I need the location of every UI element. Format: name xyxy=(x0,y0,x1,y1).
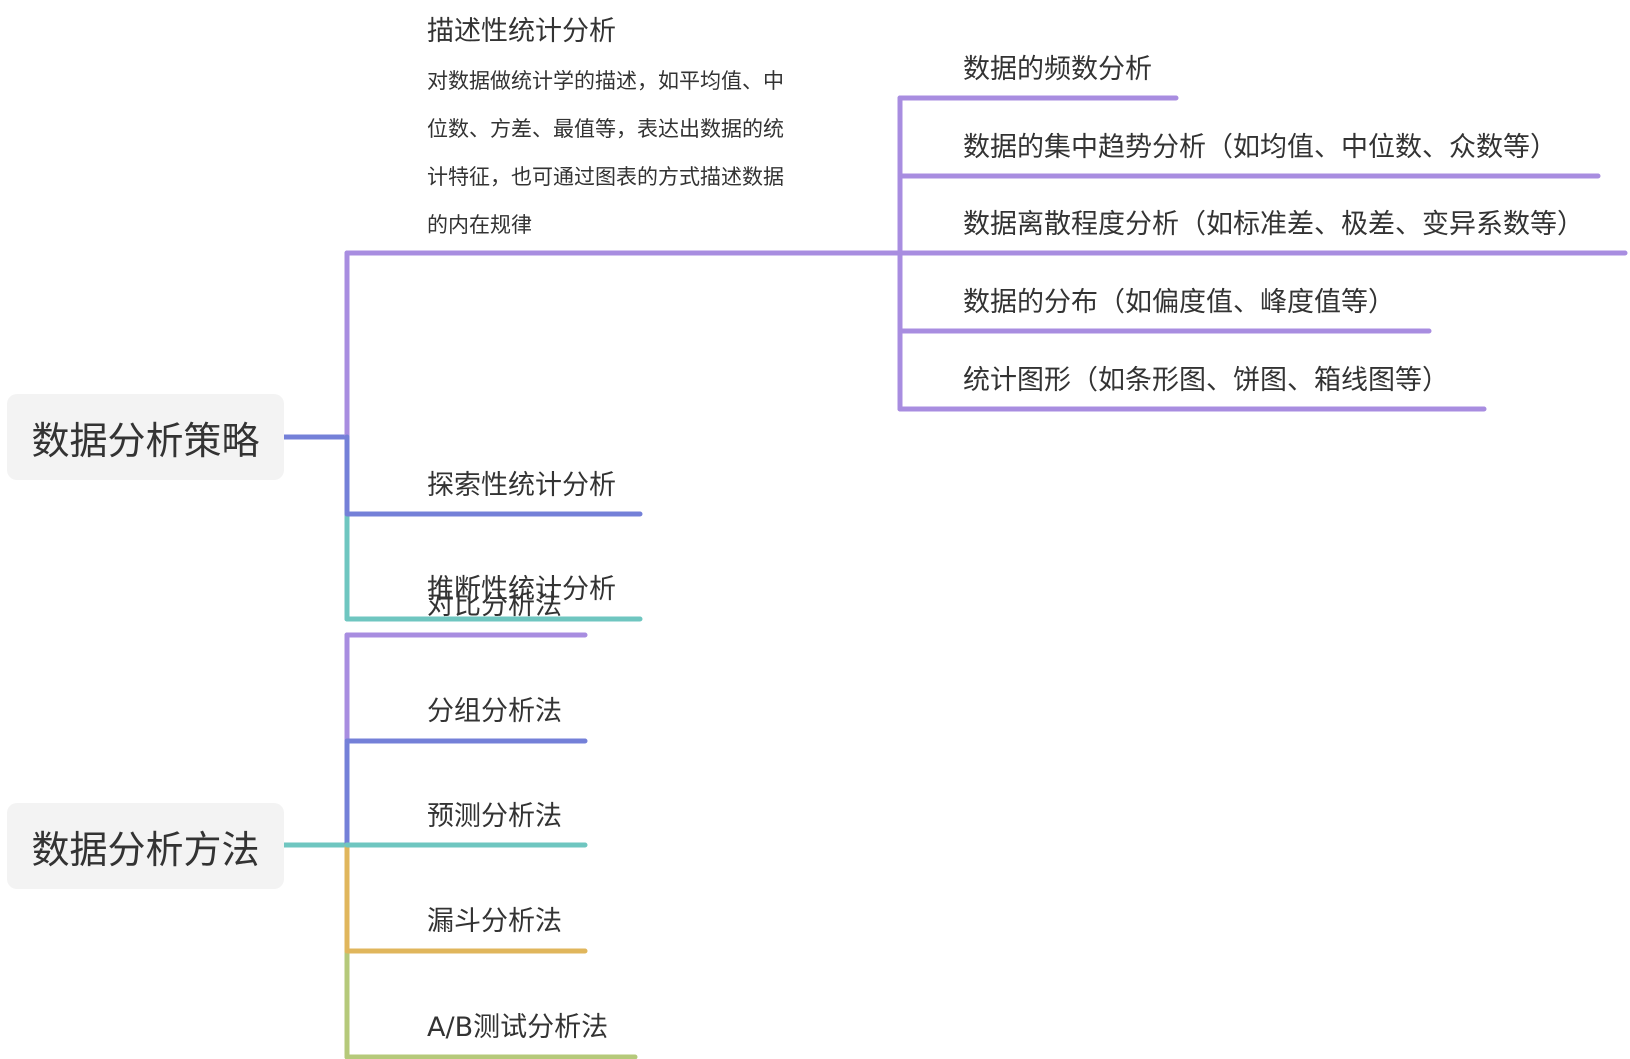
note-line-1: 对数据做统计学的描述，如平均值、中 xyxy=(427,69,784,93)
branch-exploratory-label[interactable]: 探索性统计分析 xyxy=(427,470,616,501)
sub-dispersion-label[interactable]: 数据离散程度分析（如标准差、极差、变异系数等） xyxy=(963,209,1584,240)
branch-descriptive-note: 对数据做统计学的描述，如平均值、中 位数、方差、最值等，表达出数据的统 计特征，… xyxy=(427,57,847,249)
note-line-4: 的内在规律 xyxy=(427,213,532,237)
root-node-methods[interactable]: 数据分析方法 xyxy=(7,803,284,889)
method-abtest-label[interactable]: A/B测试分析法 xyxy=(427,1012,609,1043)
sub-central-label[interactable]: 数据的集中趋势分析（如均值、中位数、众数等） xyxy=(963,132,1557,163)
branch-descriptive-label[interactable]: 描述性统计分析 xyxy=(427,16,616,47)
sub-distribution-label[interactable]: 数据的分布（如偏度值、峰度值等） xyxy=(963,287,1395,318)
root-node-strategy-label: 数据分析策略 xyxy=(31,418,260,463)
branch-inferential-label[interactable]: 推断性统计分析 xyxy=(427,574,616,605)
method-forecast-label[interactable]: 预测分析法 xyxy=(427,801,562,832)
sub-graphics-label[interactable]: 统计图形（如条形图、饼图、箱线图等） xyxy=(963,365,1449,396)
method-funnel-label[interactable]: 漏斗分析法 xyxy=(427,906,562,937)
note-line-3: 计特征，也可通过图表的方式描述数据 xyxy=(427,165,784,189)
method-comparison-label[interactable]: 对比分析法 xyxy=(427,590,562,621)
root-node-methods-label: 数据分析方法 xyxy=(31,827,260,872)
method-grouping-label[interactable]: 分组分析法 xyxy=(427,696,562,727)
note-line-2: 位数、方差、最值等，表达出数据的统 xyxy=(427,117,784,141)
sub-frequency-label[interactable]: 数据的频数分析 xyxy=(963,54,1152,85)
root-node-strategy[interactable]: 数据分析策略 xyxy=(7,394,284,480)
